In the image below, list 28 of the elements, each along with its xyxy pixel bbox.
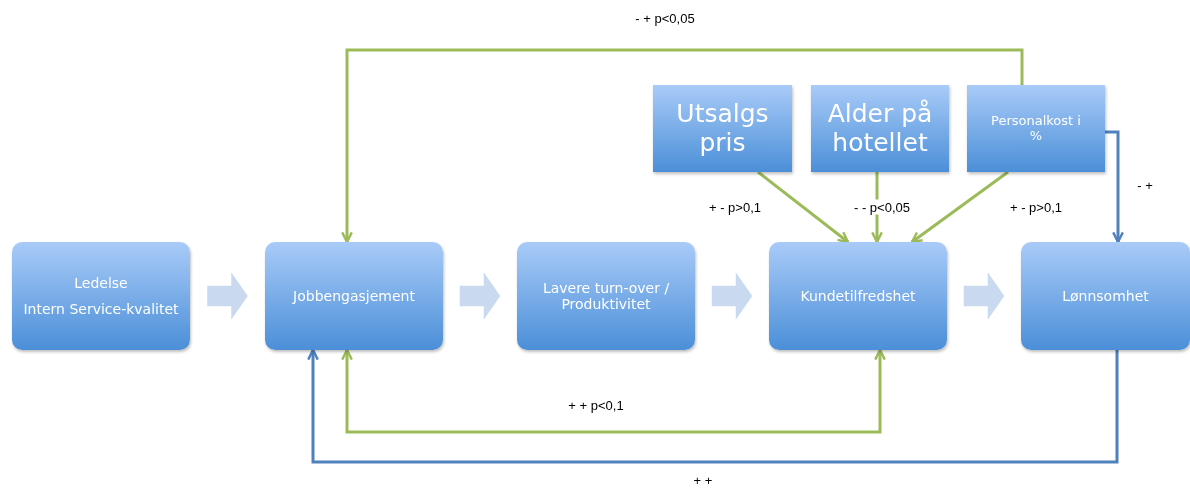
box-label: Lavere turn-over / Produktivitet bbox=[541, 279, 671, 313]
process-box bbox=[967, 85, 1105, 172]
arrow bbox=[1105, 130, 1124, 244]
process-box bbox=[1021, 242, 1190, 350]
block-arrow bbox=[207, 272, 248, 320]
box-label: Utsalgs pris bbox=[675, 99, 770, 158]
arrow bbox=[307, 348, 1119, 464]
box-label: Jobbengasjement bbox=[293, 287, 415, 305]
arrow bbox=[341, 348, 886, 434]
process-box bbox=[517, 242, 695, 350]
process-box bbox=[12, 242, 190, 350]
process-box bbox=[811, 85, 949, 172]
block-arrow bbox=[963, 272, 1005, 320]
box-label: Personalkost i % bbox=[991, 113, 1081, 144]
process-box bbox=[769, 242, 947, 350]
arrow bbox=[341, 48, 1024, 244]
edge-label: - - p<0,05 bbox=[851, 199, 913, 215]
process-box bbox=[653, 85, 792, 172]
arrow bbox=[757, 170, 850, 244]
box-label: Kundetilfredshet bbox=[800, 287, 916, 305]
box-label: Alder på hotellet bbox=[826, 99, 934, 158]
arrow bbox=[910, 170, 1009, 244]
block-arrow bbox=[459, 272, 501, 320]
block-arrow bbox=[711, 272, 753, 320]
box-label: Ledelse bbox=[74, 274, 128, 291]
box-label: Intern Service-kvalitet bbox=[23, 301, 179, 318]
box-label: Lønnsomhet bbox=[1062, 287, 1149, 305]
process-box bbox=[265, 242, 443, 350]
